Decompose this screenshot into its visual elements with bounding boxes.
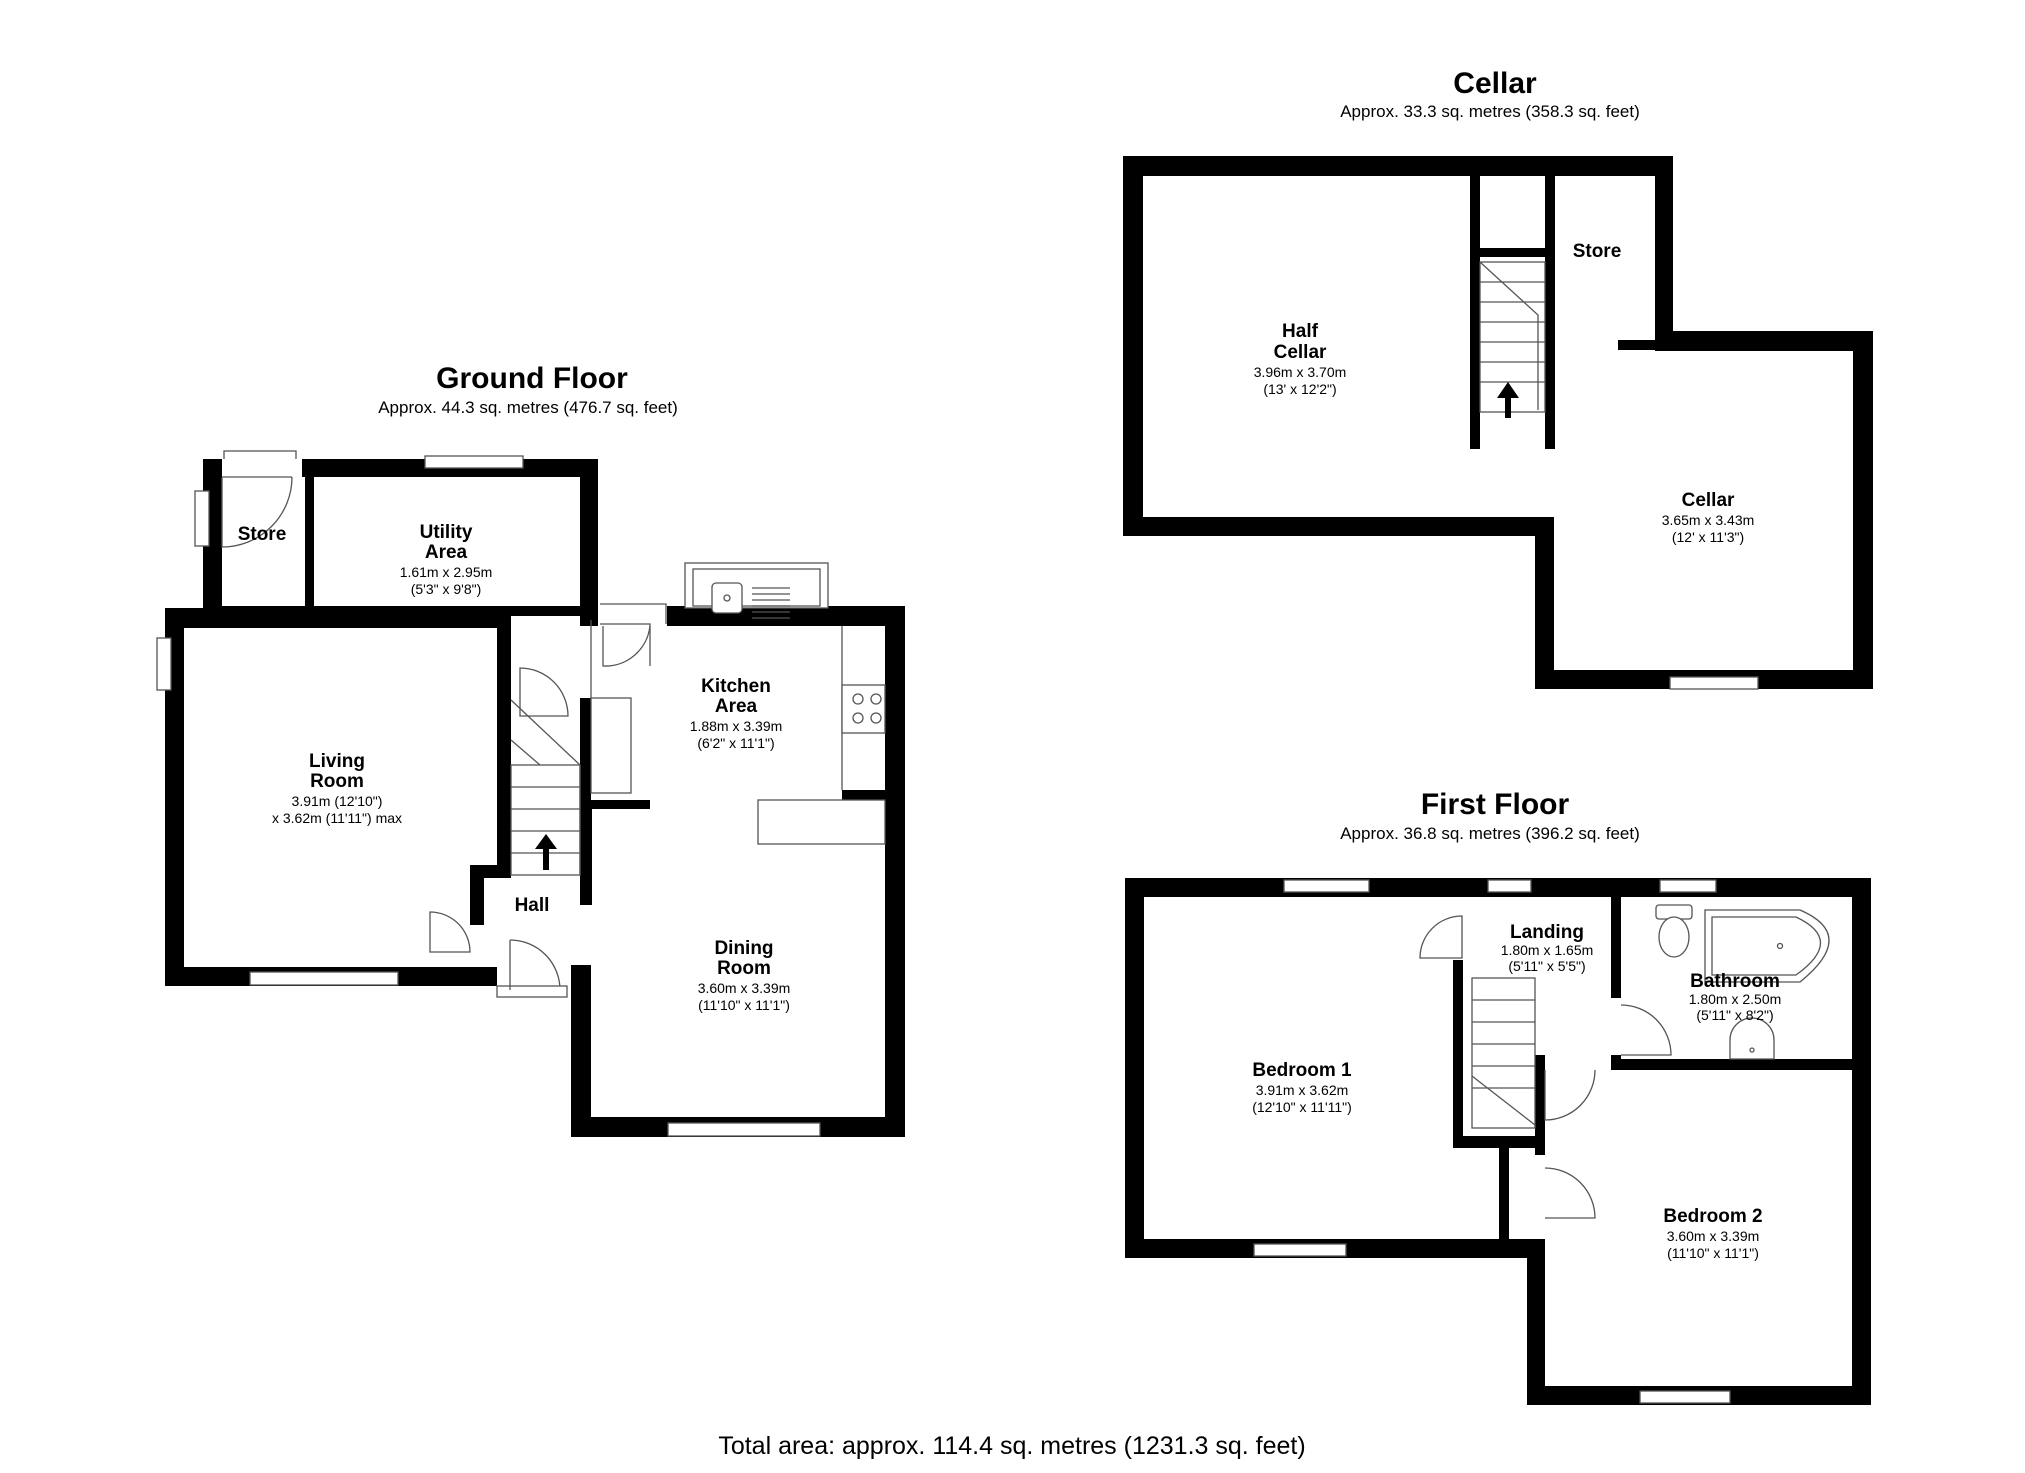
- ground-floor-area: Approx. 44.3 sq. metres (476.7 sq. feet): [378, 398, 678, 417]
- cellar-title: Cellar: [1453, 67, 1537, 100]
- room-label-bedroom1: Bedroom 1: [1252, 1060, 1352, 1081]
- room-label-hall: Hall: [515, 895, 550, 916]
- door-swing-icon: [221, 476, 293, 548]
- room-dim-landing: 1.80m x 1.65m: [1501, 942, 1594, 958]
- door-swing-icon: [602, 625, 651, 667]
- ground-floor-doors: [221, 459, 667, 998]
- first-floor-windows: [1253, 879, 1731, 1404]
- room-label-half-cellar-2: Cellar: [1274, 342, 1327, 363]
- room-dim-bedroom1: 3.91m x 3.62m: [1256, 1082, 1349, 1098]
- window: [156, 637, 172, 691]
- ground-floor-title: Ground Floor: [436, 362, 628, 395]
- door-swing-icon: [1620, 1004, 1672, 1056]
- room-label-living-2: Room: [310, 771, 364, 792]
- room-label-dining: Dining: [714, 938, 773, 959]
- room-dim-utility: 1.61m x 2.95m: [400, 564, 493, 580]
- window: [424, 455, 524, 469]
- bath-icon: [1704, 909, 1830, 983]
- room-label-kitchen-2: Area: [715, 696, 758, 717]
- total-area: Total area: approx. 114.4 sq. metres (12…: [718, 1432, 1305, 1460]
- room-dim-kitchen: 1.88m x 3.39m: [690, 718, 783, 734]
- basin-icon: [1729, 1017, 1775, 1060]
- window: [1487, 879, 1532, 893]
- room-dim-living: 3.91m (12'10"): [292, 793, 383, 809]
- room-dim-living-2: x 3.62m (11'11") max: [272, 810, 402, 826]
- door-swing-icon: [519, 667, 569, 717]
- first-floor-doors: [1419, 915, 1672, 1219]
- room-dim-cellar-2: (12' x 11'3"): [1672, 529, 1744, 545]
- room-label-utility: Utility: [420, 522, 473, 543]
- room-dim-kitchen-2: (6'2" x 11'1"): [697, 735, 774, 751]
- room-label-bedroom2: Bedroom 2: [1663, 1206, 1762, 1227]
- window: [1283, 879, 1370, 893]
- stairs-up-arrow-icon: [535, 834, 557, 870]
- room-dim-half-cellar: 3.96m x 3.70m: [1254, 364, 1347, 380]
- room-dim-cellar: 3.65m x 3.43m: [1662, 512, 1755, 528]
- window: [1659, 879, 1717, 893]
- sink-icon: [711, 582, 743, 614]
- first-floor-stairs: [1471, 977, 1536, 1129]
- ground-floor-walls: [165, 459, 905, 1137]
- cellar-walls: [1123, 156, 1873, 689]
- room-dim-dining-2: (11'10" x 11'1"): [698, 997, 790, 1013]
- door-swing-icon: [1419, 915, 1463, 959]
- door-swing-icon: [1544, 1069, 1596, 1121]
- room-label-half-cellar: Half: [1282, 321, 1319, 342]
- door-swing-icon: [1544, 1167, 1596, 1219]
- room-dim-dining: 3.60m x 3.39m: [698, 980, 791, 996]
- hob-icon: [841, 684, 886, 734]
- room-dim-bedroom2-2: (11'10" x 11'1"): [1667, 1245, 1759, 1261]
- room-label-bathroom: Bathroom: [1690, 971, 1780, 992]
- first-floor-plan: First Floor Approx. 36.8 sq. metres (396…: [1125, 788, 1871, 1405]
- window: [667, 1122, 821, 1137]
- room-label-cellar: Cellar: [1682, 490, 1735, 511]
- window: [194, 490, 210, 547]
- kitchen-fittings: [684, 562, 886, 845]
- ground-floor-windows: [156, 450, 821, 1137]
- breakfast-bar: [757, 799, 886, 845]
- room-label-utility-2: Area: [425, 542, 468, 563]
- stairs-up-arrow-icon: [1497, 382, 1519, 418]
- first-floor-title: First Floor: [1421, 788, 1570, 821]
- room-label-kitchen: Kitchen: [701, 676, 771, 697]
- window: [1639, 1390, 1731, 1404]
- room-label-landing: Landing: [1510, 922, 1584, 943]
- door-swing-icon: [429, 911, 471, 953]
- room-label-dining-2: Room: [717, 958, 771, 979]
- room-dim-bedroom2: 3.60m x 3.39m: [1667, 1228, 1760, 1244]
- cellar-stairs: [1479, 261, 1546, 418]
- window: [1253, 1243, 1347, 1257]
- room-dim-bedroom1-2: (12'10" x 11'11"): [1252, 1099, 1352, 1115]
- bathroom-fittings: [1655, 904, 1830, 1060]
- first-floor-area: Approx. 36.8 sq. metres (396.2 sq. feet): [1340, 824, 1640, 843]
- room-dim-utility-2: (5'3" x 9'8"): [411, 581, 482, 597]
- room-dim-landing-2: (5'11" x 5'5"): [1508, 958, 1585, 974]
- ground-floor-stairs: [510, 697, 632, 876]
- window: [1669, 676, 1759, 690]
- room-label-store: Store: [238, 524, 287, 545]
- window: [249, 971, 399, 986]
- room-dim-bathroom-2: (5'11" x 8'2"): [1696, 1007, 1773, 1023]
- cellar-area: Approx. 33.3 sq. metres (358.3 sq. feet): [1340, 102, 1640, 121]
- cellar-plan: Cellar Approx. 33.3 sq. metres (358.3 sq…: [1123, 67, 1873, 690]
- room-dim-bathroom: 1.80m x 2.50m: [1689, 991, 1782, 1007]
- room-label-living: Living: [309, 751, 365, 772]
- room-dim-half-cellar-2: (13' x 12'2"): [1263, 381, 1336, 397]
- ground-floor-plan: Ground Floor Approx. 44.3 sq. metres (47…: [156, 362, 905, 1137]
- room-label-cellar-store: Store: [1573, 241, 1622, 262]
- door-swing-icon: [509, 939, 561, 991]
